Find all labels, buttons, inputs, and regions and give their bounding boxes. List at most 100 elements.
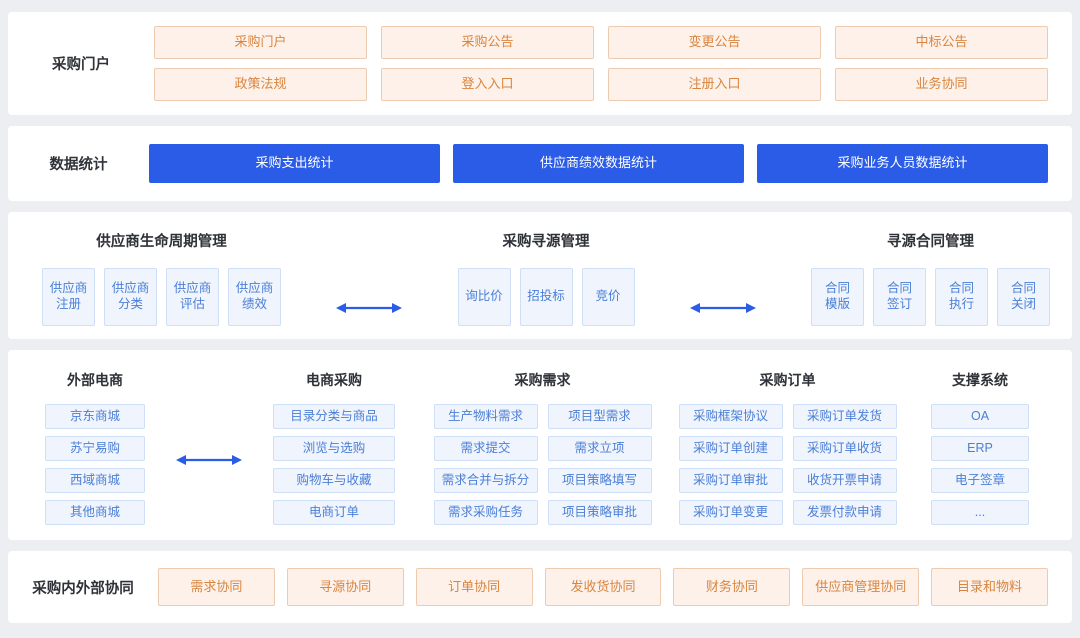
statistics-section: 数据统计 采购支出统计 供应商绩效数据统计 采购业务人员数据统计 — [8, 126, 1072, 201]
lifecycle-supplier-item-0-line2: 注册 — [55, 297, 81, 311]
column-supporting-systems-title: 支撑系统 — [952, 372, 1008, 388]
lifecycle-arrow-1-cell — [281, 230, 458, 339]
collaboration-section-label-cell: 采购内外部协同 — [8, 577, 158, 598]
purchase-order-item-6[interactable]: 采购订单变更 — [678, 500, 783, 525]
portal-items-grid: 采购门户 采购公告 变更公告 中标公告 政策法规 登入入口 注册入口 业务协同 — [154, 26, 1048, 101]
column-purchase-order-cells: 采购框架协议 采购订单发货 采购订单创建 采购订单收货 采购订单审批 收货开票申… — [678, 404, 897, 525]
ecommerce-procurement-item-1[interactable]: 浏览与选购 — [273, 436, 395, 461]
external-ecommerce-item-2[interactable]: 西域商城 — [45, 468, 145, 493]
purchase-order-item-5[interactable]: 收货开票申请 — [792, 468, 897, 493]
column-procurement-demand: 采购需求 生产物料需求 项目型需求 需求提交 需求立项 需求合并与拆分 项目策略… — [420, 370, 665, 525]
lifecycle-sourcing-item-2[interactable]: 竞价 — [581, 268, 635, 326]
portal-item-6[interactable]: 注册入口 — [608, 68, 821, 101]
statistics-item-1[interactable]: 供应商绩效数据统计 — [453, 144, 744, 183]
column-ecommerce-procurement-title: 电商采购 — [306, 372, 362, 388]
portal-item-4[interactable]: 政策法规 — [154, 68, 367, 101]
procurement-demand-item-4[interactable]: 需求合并与拆分 — [433, 468, 538, 493]
portal-section-label-cell: 采购门户 — [8, 53, 154, 74]
collaboration-item-1[interactable]: 寻源协同 — [286, 568, 404, 606]
lifecycle-contract-item-3-line2: 关闭 — [1010, 297, 1036, 311]
procurement-demand-item-1[interactable]: 项目型需求 — [547, 404, 652, 429]
supporting-systems-item-3[interactable]: ... — [931, 500, 1029, 525]
lifecycle-sourcing-item-0[interactable]: 询比价 — [457, 268, 511, 326]
external-ecommerce-item-0[interactable]: 京东商城 — [45, 404, 145, 429]
procurement-demand-item-7[interactable]: 项目策略审批 — [547, 500, 652, 525]
portal-item-3[interactable]: 中标公告 — [835, 26, 1048, 59]
lifecycle-group-sourcing-title: 采购寻源管理 — [502, 234, 590, 250]
column-ecommerce-procurement: 电商采购 目录分类与商品 浏览与选购 购物车与收藏 电商订单 — [248, 370, 420, 525]
column-ecommerce-procurement-cells: 目录分类与商品 浏览与选购 购物车与收藏 电商订单 — [273, 404, 395, 525]
portal-section-label: 采购门户 — [52, 57, 110, 73]
collaboration-item-4[interactable]: 财务协同 — [673, 568, 791, 606]
purchase-order-item-3[interactable]: 采购订单收货 — [792, 436, 897, 461]
lifecycle-supplier-item-1-line2: 分类 — [117, 297, 143, 311]
lifecycle-contract-item-3-line1: 合同 — [1010, 281, 1036, 296]
lifecycle-arrow-2-cell — [635, 230, 812, 339]
lifecycle-supplier-item-3[interactable]: 供应商 绩效 — [228, 268, 281, 326]
procurement-demand-item-3[interactable]: 需求立项 — [547, 436, 652, 461]
purchase-order-item-1[interactable]: 采购订单发货 — [792, 404, 897, 429]
lifecycle-contract-item-1-line2: 签订 — [886, 297, 912, 311]
portal-item-2[interactable]: 变更公告 — [608, 26, 821, 59]
ecommerce-procurement-item-3[interactable]: 电商订单 — [273, 500, 395, 525]
lifecycle-group-contract-title: 寻源合同管理 — [887, 234, 974, 250]
portal-item-5[interactable]: 登入入口 — [381, 68, 594, 101]
collaboration-item-2[interactable]: 订单协同 — [415, 568, 533, 606]
supporting-systems-item-1[interactable]: ERP — [931, 436, 1029, 461]
lifecycle-contract-item-2-line1: 合同 — [948, 281, 974, 296]
purchase-order-item-2[interactable]: 采购订单创建 — [678, 436, 783, 461]
lifecycle-group-supplier-boxes: 供应商 注册 供应商 分类 供应商 评估 供应商 绩效 — [42, 268, 281, 326]
lifecycle-group-supplier-title: 供应商生命周期管理 — [96, 234, 227, 250]
collaboration-item-6[interactable]: 目录和物料 — [931, 568, 1048, 606]
ecommerce-procurement-item-0[interactable]: 目录分类与商品 — [273, 404, 395, 429]
collaboration-item-3[interactable]: 发收货协同 — [544, 568, 662, 606]
statistics-section-label: 数据统计 — [49, 157, 108, 173]
lifecycle-contract-item-2-line2: 执行 — [948, 297, 974, 311]
double-arrow-icon — [689, 302, 756, 313]
portal-item-1[interactable]: 采购公告 — [381, 26, 594, 59]
statistics-item-0[interactable]: 采购支出统计 — [149, 144, 440, 183]
lifecycle-section: 供应商生命周期管理 供应商 注册 供应商 分类 供应商 评估 供应商 绩效 — [8, 212, 1072, 339]
external-ecommerce-item-1[interactable]: 苏宁易购 — [45, 436, 145, 461]
lifecycle-supplier-item-1[interactable]: 供应商 分类 — [104, 268, 157, 326]
supporting-systems-item-0[interactable]: OA — [931, 404, 1029, 429]
purchase-order-item-0[interactable]: 采购框架协议 — [678, 404, 783, 429]
lifecycle-group-contract-boxes: 合同 模版 合同 签订 合同 执行 合同 关闭 — [811, 268, 1050, 326]
lifecycle-group-contract: 寻源合同管理 合同 模版 合同 签订 合同 执行 合同 关闭 — [811, 230, 1050, 326]
external-ecommerce-item-3[interactable]: 其他商城 — [45, 500, 145, 525]
lifecycle-supplier-item-2-line2: 评估 — [179, 297, 205, 311]
portal-item-7[interactable]: 业务协同 — [835, 68, 1048, 101]
column-external-ecommerce-title: 外部电商 — [67, 372, 123, 388]
collaboration-section: 采购内外部协同 需求协同 寻源协同 订单协同 发收货协同 财务协同 供应商管理协… — [8, 551, 1072, 623]
lifecycle-contract-item-0-line2: 模版 — [824, 297, 850, 311]
lifecycle-contract-item-2[interactable]: 合同 执行 — [935, 268, 988, 326]
lifecycle-group-supplier: 供应商生命周期管理 供应商 注册 供应商 分类 供应商 评估 供应商 绩效 — [42, 230, 281, 326]
procurement-demand-item-6[interactable]: 需求采购任务 — [433, 500, 538, 525]
supporting-systems-item-2[interactable]: 电子签章 — [931, 468, 1029, 493]
portal-item-0[interactable]: 采购门户 — [154, 26, 367, 59]
purchase-order-item-4[interactable]: 采购订单审批 — [678, 468, 783, 493]
statistics-item-2[interactable]: 采购业务人员数据统计 — [757, 144, 1048, 183]
portal-section: 采购门户 采购门户 采购公告 变更公告 中标公告 政策法规 登入入口 注册入口 … — [8, 12, 1072, 115]
lifecycle-sourcing-item-1[interactable]: 招投标 — [519, 268, 573, 326]
lifecycle-supplier-item-0-line1: 供应商 — [49, 281, 88, 296]
statistics-items-grid: 采购支出统计 供应商绩效数据统计 采购业务人员数据统计 — [149, 144, 1048, 183]
procurement-demand-item-2[interactable]: 需求提交 — [433, 436, 538, 461]
purchase-order-item-7[interactable]: 发票付款申请 — [792, 500, 897, 525]
lifecycle-supplier-item-0[interactable]: 供应商 注册 — [42, 268, 95, 326]
collaboration-items-grid: 需求协同 寻源协同 订单协同 发收货协同 财务协同 供应商管理协同 目录和物料 — [158, 568, 1048, 606]
main-arrow-cell — [170, 370, 248, 540]
lifecycle-supplier-item-2[interactable]: 供应商 评估 — [166, 268, 219, 326]
collaboration-item-5[interactable]: 供应商管理协同 — [802, 568, 920, 606]
collaboration-item-0[interactable]: 需求协同 — [158, 568, 275, 606]
lifecycle-contract-item-0[interactable]: 合同 模版 — [811, 268, 864, 326]
column-purchase-order: 采购订单 采购框架协议 采购订单发货 采购订单创建 采购订单收货 采购订单审批 … — [665, 370, 910, 525]
lifecycle-contract-item-3[interactable]: 合同 关闭 — [997, 268, 1050, 326]
ecommerce-procurement-item-2[interactable]: 购物车与收藏 — [273, 468, 395, 493]
procurement-demand-item-0[interactable]: 生产物料需求 — [433, 404, 538, 429]
lifecycle-supplier-item-2-line1: 供应商 — [173, 281, 212, 296]
procurement-demand-item-5[interactable]: 项目策略填写 — [547, 468, 652, 493]
lifecycle-contract-item-1[interactable]: 合同 签订 — [873, 268, 926, 326]
column-external-ecommerce-cells: 京东商城 苏宁易购 西域商城 其他商城 — [45, 404, 145, 525]
